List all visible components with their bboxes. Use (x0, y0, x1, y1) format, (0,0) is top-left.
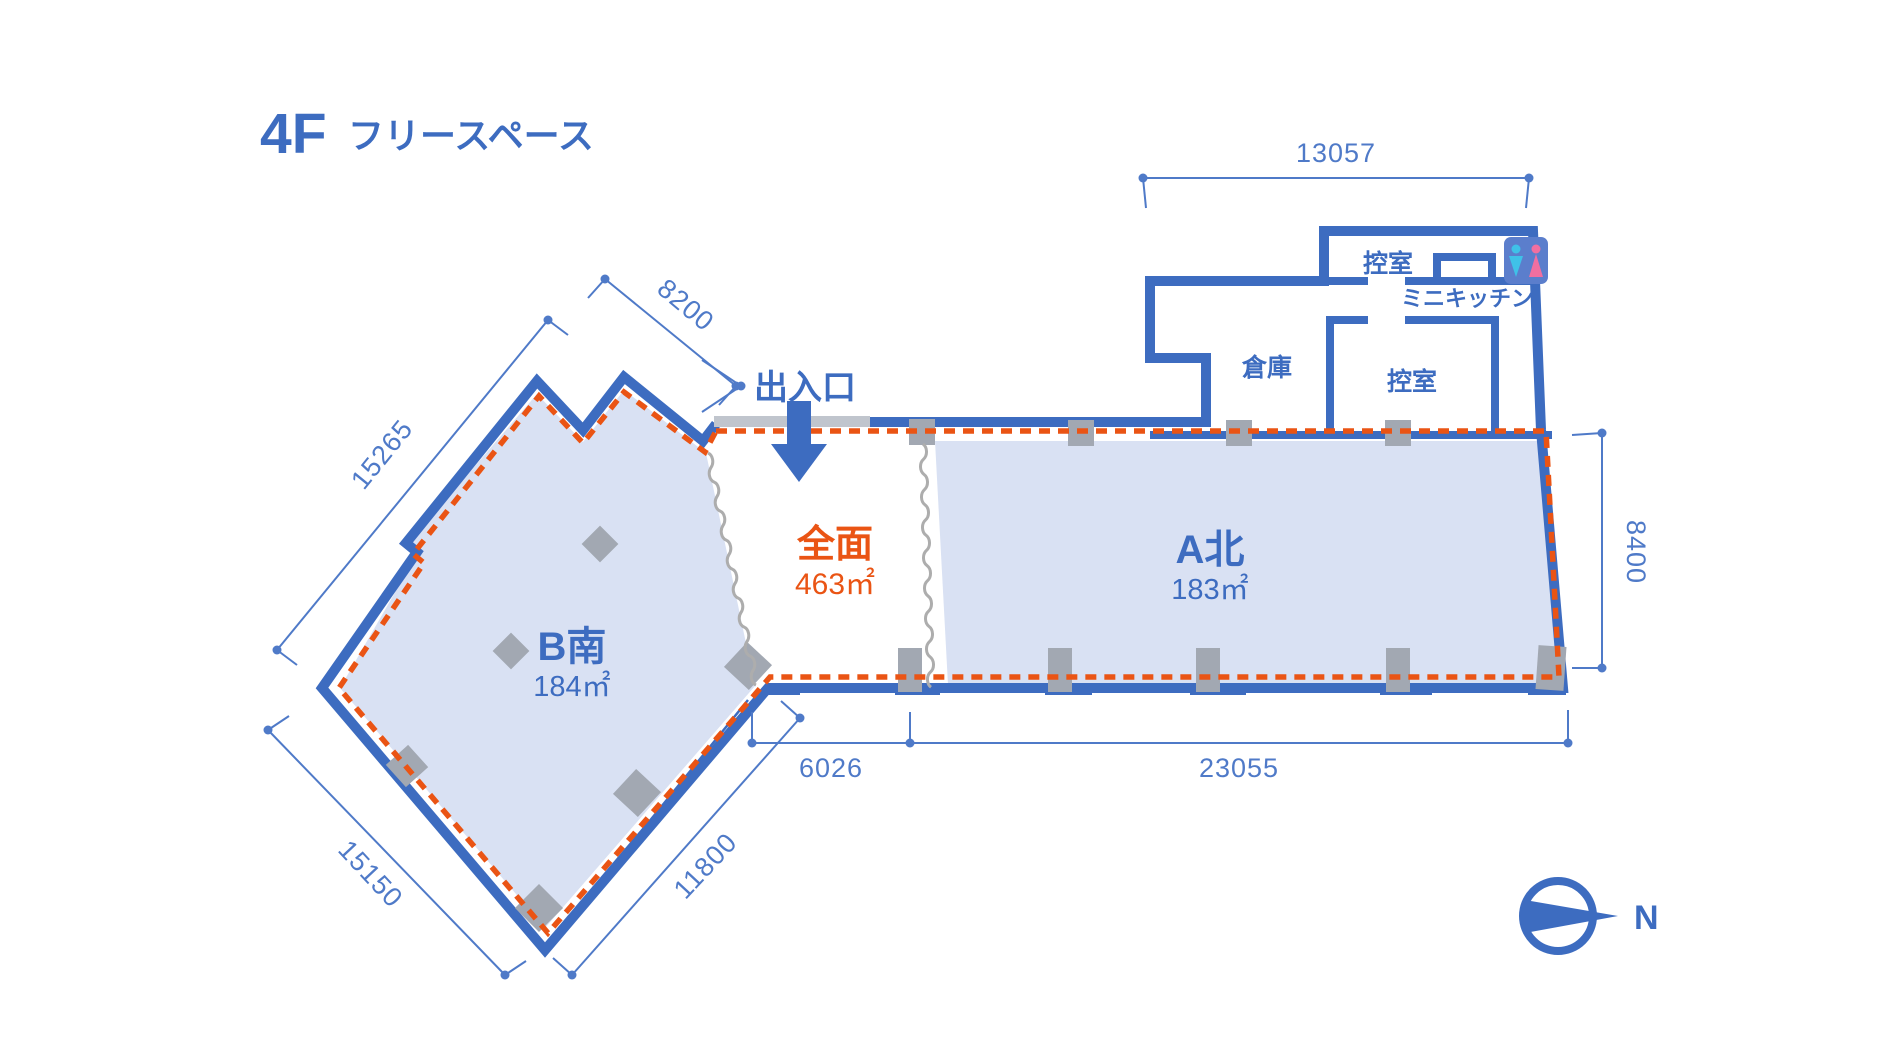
pillar (1048, 648, 1072, 692)
dimension-bottom-large-value: 23055 (1199, 753, 1279, 783)
dimension-right: 8400 (1571, 428, 1651, 673)
dimension-bottom-small: 6026 (747, 712, 910, 783)
room-a-north-fill (935, 441, 1561, 685)
mini-kitchen-walls (1433, 253, 1496, 281)
room-full-space-name: 全面 (796, 523, 873, 566)
entrance-label: 出入口 (754, 369, 856, 407)
waiting-lower-wall-right (1405, 316, 1499, 435)
pillar (898, 648, 922, 692)
pillar-edge (723, 641, 773, 691)
dimension-upper-left: 8200 (587, 273, 741, 406)
title: 4F フリースペース (260, 102, 594, 166)
room-labels: B南 184㎡ A北 183㎡ 全面 463㎡ 倉庫 控室 控室 ミニキッチン (533, 249, 1533, 703)
pillar-diamond (492, 632, 530, 670)
entrance: 出入口 (701, 359, 856, 482)
dimension-upper-left-value: 8200 (652, 273, 720, 337)
room-a-north-name: A北 (1176, 528, 1245, 572)
pillar (1386, 648, 1410, 692)
dimension-left-value: 15265 (345, 414, 419, 495)
pillar (1535, 645, 1567, 691)
wavy-line-left (707, 451, 757, 687)
wavy-line-right (918, 442, 936, 689)
dimension-top: 13057 (1138, 138, 1534, 209)
pillar-edge (514, 883, 564, 933)
title-floor: 4F (260, 102, 327, 166)
room-b-south-name: B南 (538, 625, 607, 669)
pillar-diamond (581, 525, 619, 563)
room-b-south-area: 184㎡ (533, 670, 610, 703)
pillars (385, 419, 1567, 933)
pillar (1196, 648, 1220, 692)
rental-boundary-dashed (335, 388, 1562, 938)
waiting-lower-wall-left (1326, 316, 1368, 435)
dimension-lower-left-value: 15150 (332, 834, 409, 913)
title-name: フリースペース (348, 115, 594, 156)
dimension-top-value: 13057 (1296, 138, 1376, 168)
compass-north-label: N (1634, 899, 1659, 937)
restroom-icon (1504, 237, 1548, 284)
room-fills (340, 390, 1561, 928)
pillar-edge (612, 768, 662, 818)
dimension-right-value: 8400 (1621, 520, 1651, 584)
dimension-lower-right-value: 11800 (668, 827, 743, 905)
room-storage-name: 倉庫 (1241, 353, 1292, 382)
entrance-arrow-icon (771, 401, 827, 482)
north-compass-icon: N (1519, 877, 1659, 955)
room-mini-kitchen-name: ミニキッチン (1401, 286, 1533, 311)
room-full-space-area: 463㎡ (795, 568, 875, 601)
room-waiting-upper-name: 控室 (1363, 249, 1413, 278)
room-a-north-area: 183㎡ (1171, 573, 1248, 606)
dimension-bottom-large: 23055 (905, 710, 1573, 783)
dimension-bottom-small-value: 6026 (799, 753, 863, 783)
room-waiting-lower-name: 控室 (1387, 367, 1437, 396)
outer-wall (315, 226, 1569, 958)
partition-wavy-lines (707, 442, 936, 689)
